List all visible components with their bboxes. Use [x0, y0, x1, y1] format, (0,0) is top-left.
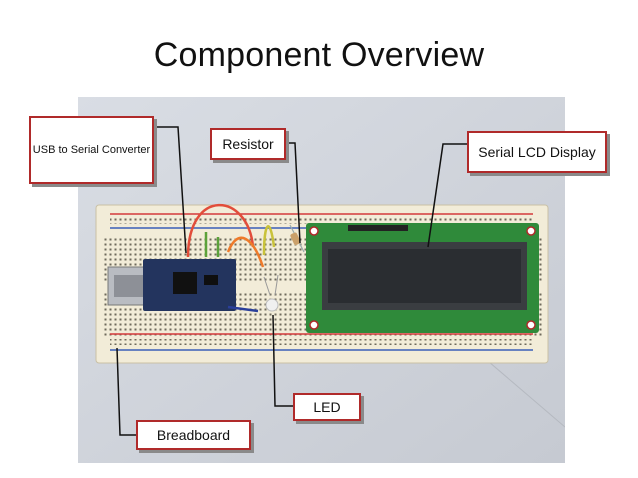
- breadboard-leader-line: [116, 347, 136, 436]
- wire-yellow: [262, 225, 276, 256]
- led-leader-line: [272, 314, 293, 407]
- resistor: [289, 224, 305, 253]
- label-usb-serial-converter: USB to Serial Converter: [29, 116, 154, 184]
- lcd-leader-line: [427, 143, 467, 248]
- label-resistor-text: Resistor: [222, 136, 274, 152]
- led: [263, 274, 279, 312]
- label-breadboard-text: Breadboard: [156, 427, 231, 443]
- label-usb-text: USB to Serial Converter: [32, 144, 151, 156]
- lcd-display: [306, 223, 539, 333]
- wire-red: [186, 203, 255, 258]
- label-lcd-text: Serial LCD Display: [478, 144, 596, 160]
- label-led: LED: [293, 393, 361, 421]
- label-resistor: Resistor: [210, 128, 286, 160]
- label-breadboard: Breadboard: [136, 420, 251, 450]
- resistor-leader-line: [286, 142, 301, 244]
- slide-title: Component Overview: [153, 36, 485, 74]
- usb-serial-board: [107, 259, 236, 311]
- label-led-text: LED: [313, 399, 341, 415]
- wire-orange: [226, 236, 265, 268]
- label-serial-lcd-display: Serial LCD Display: [467, 131, 607, 173]
- usb-leader-line: [154, 126, 187, 254]
- wire-blue: [227, 305, 259, 313]
